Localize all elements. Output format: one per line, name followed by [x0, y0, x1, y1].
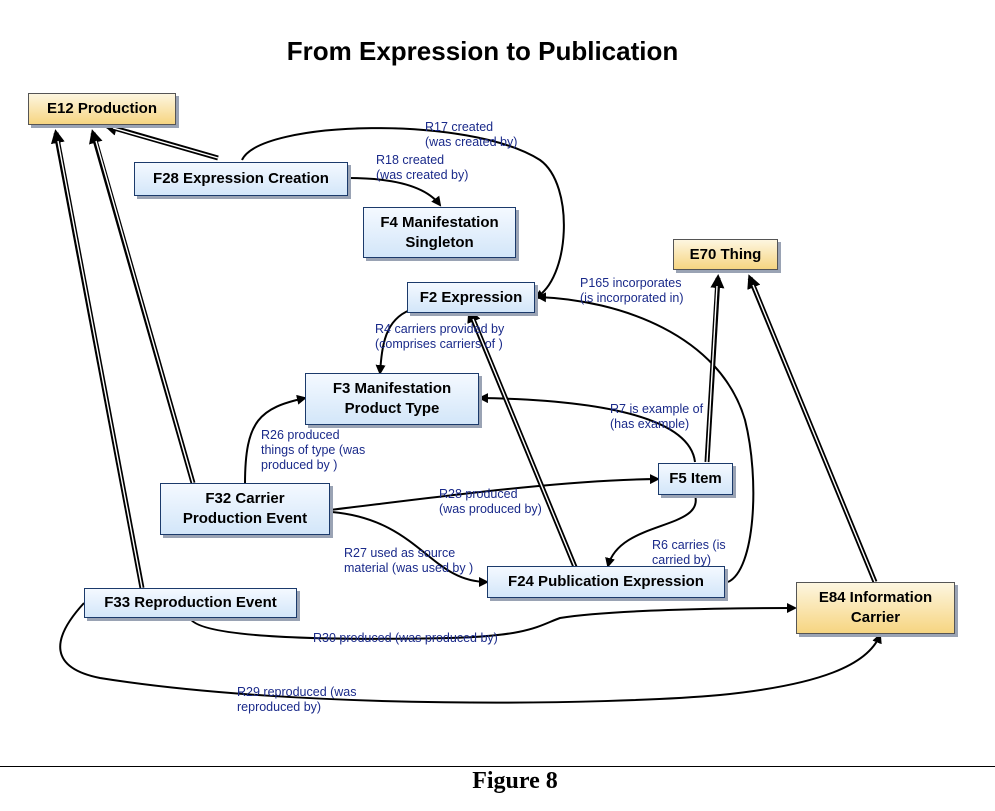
edge-label-r7: R7 is example of (has example)	[610, 402, 704, 431]
edge-r28	[329, 474, 660, 511]
edge-label-r17: R17 created (was created by)	[425, 120, 518, 149]
node-f4-manifestation-singleton: F4 Manifestation Singleton	[363, 207, 516, 258]
node-f3-manifestation-product-type: F3 Manifestation Product Type	[305, 373, 479, 425]
node-f28-expression-creation: F28 Expression Creation	[134, 162, 348, 196]
edge-label-p165: P165 incorporates (is incorporated in)	[580, 276, 684, 305]
edge-r18	[347, 177, 442, 207]
node-e70-thing: E70 Thing	[673, 239, 778, 270]
node-e84-information-carrier: E84 Information Carrier	[796, 582, 955, 634]
edge-r26	[244, 394, 307, 485]
edge-label-r18: R18 created (was created by)	[376, 153, 469, 182]
caption-divider	[0, 766, 995, 767]
node-f32-carrier-production-event: F32 Carrier Production Event	[160, 483, 330, 535]
edge-r6	[605, 494, 697, 568]
edge-r4	[375, 309, 411, 375]
node-f5-item: F5 Item	[658, 463, 733, 495]
edge-r30	[189, 603, 797, 640]
node-e12-production: E12 Production	[28, 93, 176, 125]
edge-label-r6: R6 carries (is carried by)	[652, 538, 726, 567]
edge-label-r27: R27 used as source material (was used by…	[344, 546, 474, 575]
edge-r29	[59, 602, 882, 704]
diagram-title: From Expression to Publication	[286, 36, 679, 66]
edge-r7	[478, 393, 696, 463]
edge-label-r30: R30 produced (was produced by)	[313, 631, 498, 645]
node-f24-publication-expression: F24 Publication Expression	[487, 566, 725, 598]
figure-caption: Figure 8	[472, 768, 558, 794]
node-f33-reproduction-event: F33 Reproduction Event	[84, 588, 297, 618]
node-f2-expression: F2 Expression	[407, 282, 535, 313]
edge-label-r29: R29 reproduced (was reproduced by)	[237, 685, 357, 714]
edge-label-r4: R4 carriers provided by (comprises carri…	[375, 322, 505, 351]
edge-r27	[331, 511, 489, 587]
edge-label-r28: R28 produced (was produced by)	[439, 487, 542, 516]
edge-label-r26: R26 produced things of type (was produce…	[261, 428, 366, 472]
edge-p165	[536, 292, 755, 583]
edge-r17	[241, 127, 565, 299]
